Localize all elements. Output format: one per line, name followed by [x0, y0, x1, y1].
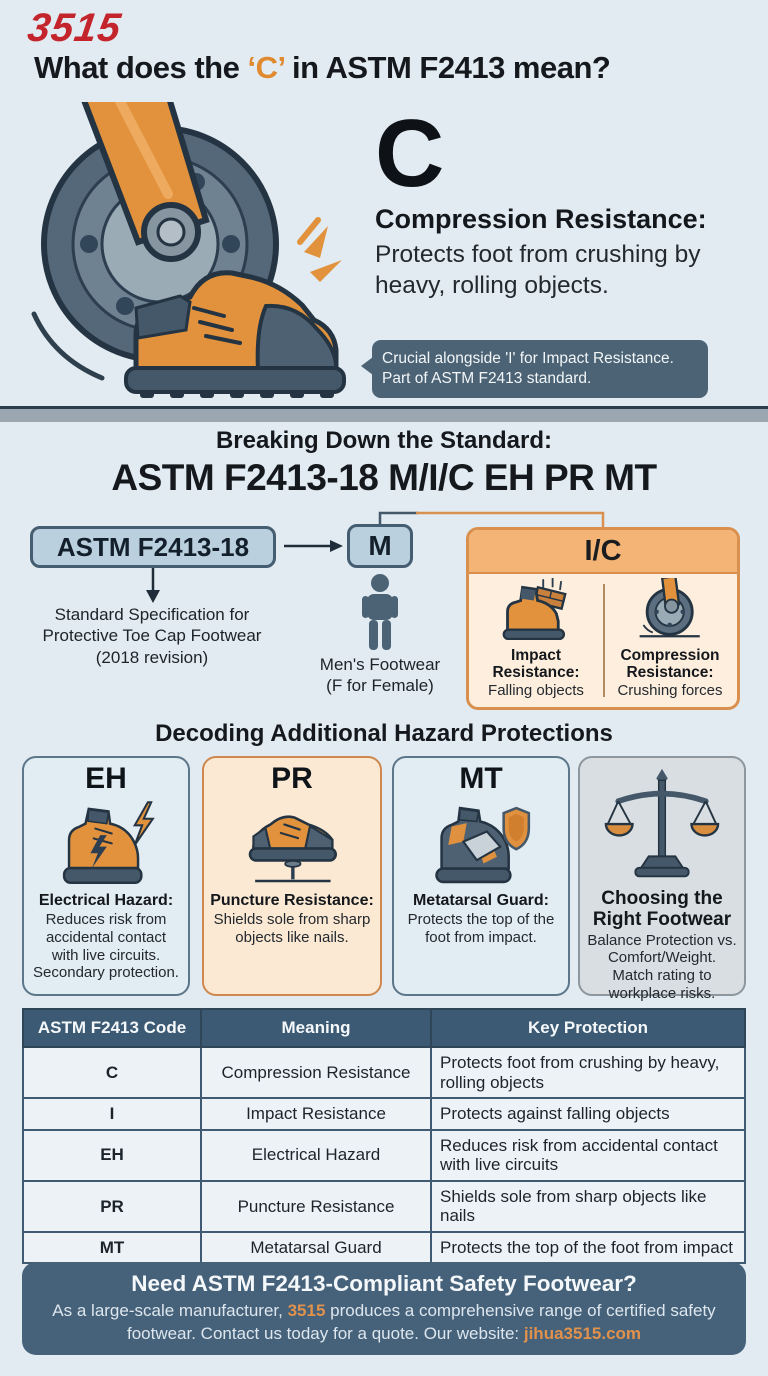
card-code-pr: PR [271, 762, 313, 795]
m-code-node: M [347, 524, 413, 568]
compression-title: Compression Resistance: [620, 647, 720, 682]
cell-code: MT [22, 1230, 202, 1265]
wheel-icon [639, 574, 701, 638]
table-row: I Impact Resistance Protects against fal… [22, 1097, 746, 1131]
ic-divider [603, 584, 605, 697]
person-icon [357, 574, 403, 652]
footer-text-mid: produces a comprehensive range of certif… [126, 1301, 716, 1343]
code-letter-c: C [375, 100, 445, 207]
brand-logo: 3515 [24, 6, 125, 50]
cell-protection: Protects foot from crushing by heavy, ro… [430, 1045, 746, 1100]
boot-falling-brick-icon [502, 577, 567, 641]
card-metatarsal-guard: MT Metatarsal Guard: Protects the top of… [392, 756, 570, 996]
page-title: What does the ‘C’ in ASTM F2413 mean? [34, 50, 611, 86]
impact-column: Impact Resistance: Falling objects [469, 574, 603, 707]
card-puncture-resistance: PR Puncture Resistance: Shields sole fro… [202, 756, 382, 996]
column-header-meaning: Meaning [200, 1008, 432, 1048]
cell-protection: Protects the top of the foot from impact [430, 1230, 746, 1265]
callout-text: Crucial alongside 'I' for Impact Resista… [382, 350, 674, 388]
cell-protection: Protects against falling objects [430, 1097, 746, 1131]
card-code-eh: EH [85, 762, 127, 795]
ground-line [0, 406, 768, 409]
compression-column: Compression Resistance: Crushing forces [603, 574, 737, 707]
breakdown-heading: Breaking Down the Standard: [215, 427, 553, 454]
card-code-mt: MT [459, 762, 503, 795]
column-header-code: ASTM F2413 Code [22, 1008, 202, 1048]
compression-subtitle: Crushing forces [617, 681, 723, 699]
impact-subtitle: Falling objects [488, 681, 584, 699]
section-divider-bar [0, 409, 768, 422]
card-body-eh: Reduces risk from accidental contact wit… [33, 911, 179, 982]
compression-heading: Compression Resistance: [375, 204, 707, 234]
card-electrical-hazard: EH Electrical Hazard: Reduces risk from … [22, 756, 190, 996]
astm-standard-node: ASTM F2413-18 [30, 526, 276, 568]
hazards-heading: Decoding Additional Hazard Protections [155, 720, 613, 747]
callout-arrow [361, 357, 373, 375]
footer-text-pre: As a large-scale manufacturer, [52, 1301, 288, 1320]
title-text-pre: What does the [34, 50, 248, 85]
boot-shield-icon [435, 806, 531, 884]
cell-meaning: Electrical Hazard [200, 1128, 432, 1182]
m-caption: Men's Footwear (F for Female) [319, 655, 441, 696]
footer-title: Need ASTM F2413-Compliant Safety Footwea… [131, 1271, 637, 1296]
breakdown-code-line: ASTM F2413-18 M/I/C EH PR MT [111, 457, 657, 498]
column-header-protection: Key Protection [430, 1008, 746, 1048]
shoe-nail-icon [248, 815, 337, 883]
cell-code: I [22, 1097, 202, 1131]
cell-code: EH [22, 1128, 202, 1182]
table-header-row: ASTM F2413 Code Meaning Key Protection [22, 1008, 746, 1048]
footer-website-link[interactable]: jihua3515.com [523, 1323, 642, 1343]
card-body-mt: Protects the top of the foot from impact… [407, 911, 555, 947]
callout-note: Crucial alongside 'I' for Impact Resista… [361, 340, 708, 399]
table-row: MT Metatarsal Guard Protects the top of … [22, 1230, 746, 1265]
cell-code: PR [22, 1179, 202, 1233]
footer-brand: 3515 [287, 1301, 326, 1320]
wheel-crushing-boot-illustration [8, 64, 366, 406]
cell-meaning: Metatarsal Guard [200, 1230, 432, 1265]
card-body-pr: Shields sole from sharp objects like nai… [213, 911, 371, 947]
cell-protection: Reduces risk from accidental contact wit… [430, 1128, 746, 1182]
table-row: PR Puncture Resistance Shields sole from… [22, 1179, 746, 1233]
footer-cta: Need ASTM F2413-Compliant Safety Footwea… [22, 1262, 746, 1355]
boot-lightning-icon [62, 801, 155, 885]
ic-panel: I/C Impact Resistance: [466, 527, 740, 710]
title-code-highlight: ‘C’ [247, 50, 284, 85]
cell-meaning: Compression Resistance [200, 1045, 432, 1100]
astm-code-table: ASTM F2413 Code Meaning Key Protection C… [22, 1008, 746, 1265]
title-text-post: in ASTM F2413 mean? [283, 50, 611, 85]
table-row: C Compression Resistance Protects foot f… [22, 1045, 746, 1100]
table-row: EH Electrical Hazard Reduces risk from a… [22, 1128, 746, 1182]
card-title-mt: Metatarsal Guard: [412, 892, 550, 909]
cell-protection: Shields sole from sharp objects like nai… [430, 1179, 746, 1233]
card-title-choosing: Choosing the Right Footwear [592, 888, 732, 931]
card-title-eh: Electrical Hazard: [38, 892, 174, 909]
impact-title: Impact Resistance: [492, 647, 580, 682]
astm-caption: Standard Specification for Protective To… [42, 605, 262, 667]
hero-illustration-svg [31, 64, 346, 398]
cell-code: C [22, 1045, 202, 1100]
scales-icon [604, 768, 720, 878]
cell-meaning: Puncture Resistance [200, 1179, 432, 1233]
cell-meaning: Impact Resistance [200, 1097, 432, 1131]
card-title-pr: Puncture Resistance: [210, 892, 374, 909]
footer-body: As a large-scale manufacturer, 3515 prod… [22, 1297, 746, 1346]
ic-panel-header: I/C [469, 530, 737, 574]
card-body-choosing: Balance Protection vs. Comfort/Weight. M… [587, 931, 737, 1002]
compression-description: Protects foot from crushing by heavy, ro… [375, 241, 701, 299]
card-choosing-footwear: Choosing the Right Footwear Balance Prot… [578, 756, 746, 1002]
